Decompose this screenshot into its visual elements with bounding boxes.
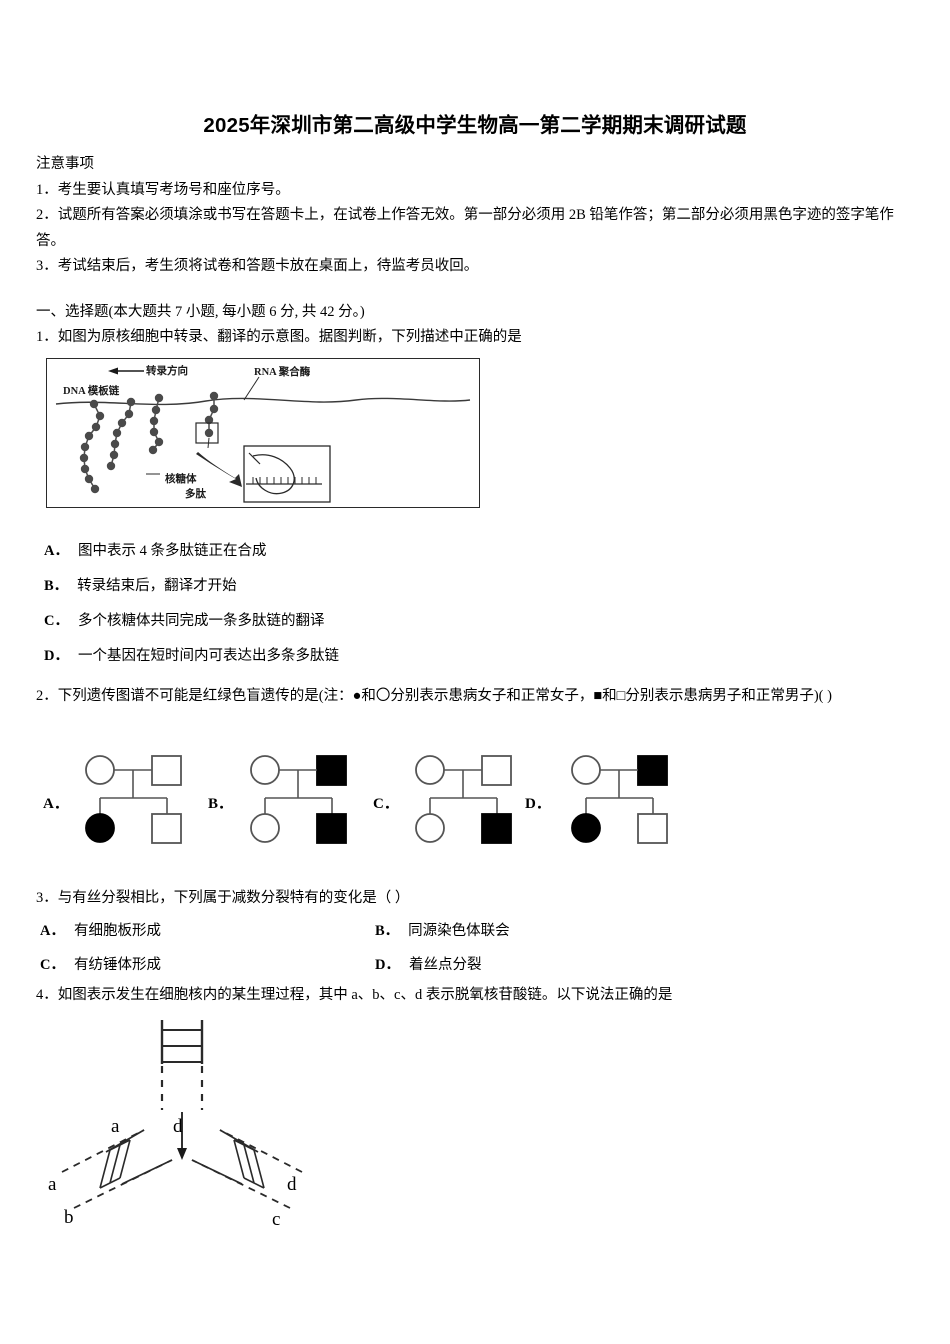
option-text: 有纺锤体形成	[73, 957, 161, 973]
figure-2-label-a-left: a	[48, 1174, 57, 1195]
question-2-pedigree-set: A． B．	[36, 748, 920, 863]
page-title: 2025年深圳市第二高级中学生物高一第二学期期末调研试题	[203, 114, 747, 137]
pedigree-c-svg	[415, 755, 512, 844]
option-label: A．	[40, 923, 65, 939]
pedigree-a-svg	[85, 755, 182, 844]
figure-2-label-a-top: a	[111, 1116, 120, 1137]
question-3-stem: 3．与有丝分裂相比，下列属于减数分裂特有的变化是（ ）	[36, 890, 410, 906]
figure-2-label-d-right: d	[287, 1174, 297, 1195]
notice-item-2: 2．试题所有答案必须填涂或书写在答题卡上，在试卷上作答无效。第一部分必须用 2B…	[36, 207, 894, 249]
dna-replication-fork-svg	[61, 1020, 303, 1209]
pedigree-b-svg	[250, 755, 347, 844]
option-label: D．	[375, 957, 400, 973]
option-text: 转录结束后，翻译才开始	[77, 578, 237, 594]
option-label: A．	[44, 543, 69, 559]
option-label: C．	[40, 957, 65, 973]
figure-2-label-b-left: b	[64, 1207, 74, 1228]
pedigree-label-d: D．	[525, 796, 551, 812]
question-3-option-d[interactable]: D． 着丝点分裂	[375, 955, 481, 975]
figure-1-label-rna-polymerase: RNA 聚合酶	[254, 367, 311, 378]
question-1-option-c[interactable]: C． 多个核糖体共同完成一条多肽链的翻译	[44, 611, 324, 631]
pedigree-d-svg	[571, 755, 668, 844]
option-text: 一个基因在短时间内可表达出多条多肽链	[77, 648, 339, 664]
question-1-figure: DNA 模板链 转录方向 RNA 聚合酶 核糖体 多肽	[46, 358, 482, 510]
option-label: B．	[375, 923, 400, 939]
figure-2-label-d-top: d	[173, 1116, 183, 1137]
question-3-option-a[interactable]: A． 有细胞板形成	[40, 921, 161, 941]
figure-1-label-direction: 转录方向	[146, 366, 188, 377]
option-text: 多个核糖体共同完成一条多肽链的翻译	[77, 613, 325, 629]
figure-1-label-polypeptide: 多肽	[185, 489, 206, 500]
figure-2-label-c-right: c	[272, 1209, 281, 1230]
question-1-option-a[interactable]: A． 图中表示 4 条多肽链正在合成	[44, 541, 266, 561]
notice-heading: 注意事项	[36, 156, 94, 172]
figure-1-label-ribosome: 核糖体	[165, 474, 197, 485]
question-1-stem: 1．如图为原核细胞中转录、翻译的示意图。据图判断，下列描述中正确的是	[36, 329, 522, 345]
question-1-option-d[interactable]: D． 一个基因在短时间内可表达出多条多肽链	[44, 646, 339, 666]
option-text: 着丝点分裂	[408, 957, 482, 973]
question-3-option-c[interactable]: C． 有纺锤体形成	[40, 955, 161, 975]
notice-item-3: 3．考试结束后，考生须将试卷和答题卡放在桌面上，待监考员收回。	[36, 258, 479, 274]
question-4-figure	[44, 1012, 344, 1247]
option-label: C．	[44, 613, 69, 629]
option-text: 同源染色体联会	[408, 923, 510, 939]
question-2-stem: 2．下列遗传图谱不可能是红绿色盲遗传的是(注：●和〇分别表示患病女子和正常女子，…	[36, 688, 832, 704]
notice-block: 注意事项 1．考生要认真填写考场号和座位序号。 2．试题所有答案必须填涂或书写在…	[36, 152, 914, 280]
notice-item-1: 1．考生要认真填写考场号和座位序号。	[36, 181, 290, 198]
pedigree-label-a: A．	[43, 796, 69, 812]
question-1-option-b[interactable]: B． 转录结束后，翻译才开始	[44, 576, 237, 596]
option-text: 有细胞板形成	[73, 923, 161, 939]
section-heading-multiple-choice: 一、选择题(本大题共 7 小题, 每小题 6 分, 共 42 分。)	[36, 304, 365, 320]
figure-1-label-dna-template: DNA 模板链	[63, 386, 120, 397]
question-4-stem: 4．如图表示发生在细胞核内的某生理过程，其中 a、b、c、d 表示脱氧核苷酸链。…	[36, 987, 673, 1003]
option-label: B．	[44, 578, 69, 594]
option-label: D．	[44, 648, 69, 664]
pedigree-label-b: B．	[208, 796, 234, 812]
pedigree-label-c: C．	[373, 796, 399, 812]
transcription-translation-svg	[55, 367, 471, 503]
option-text: 图中表示 4 条多肽链正在合成	[77, 543, 267, 559]
question-3-option-b[interactable]: B． 同源染色体联会	[375, 921, 510, 941]
